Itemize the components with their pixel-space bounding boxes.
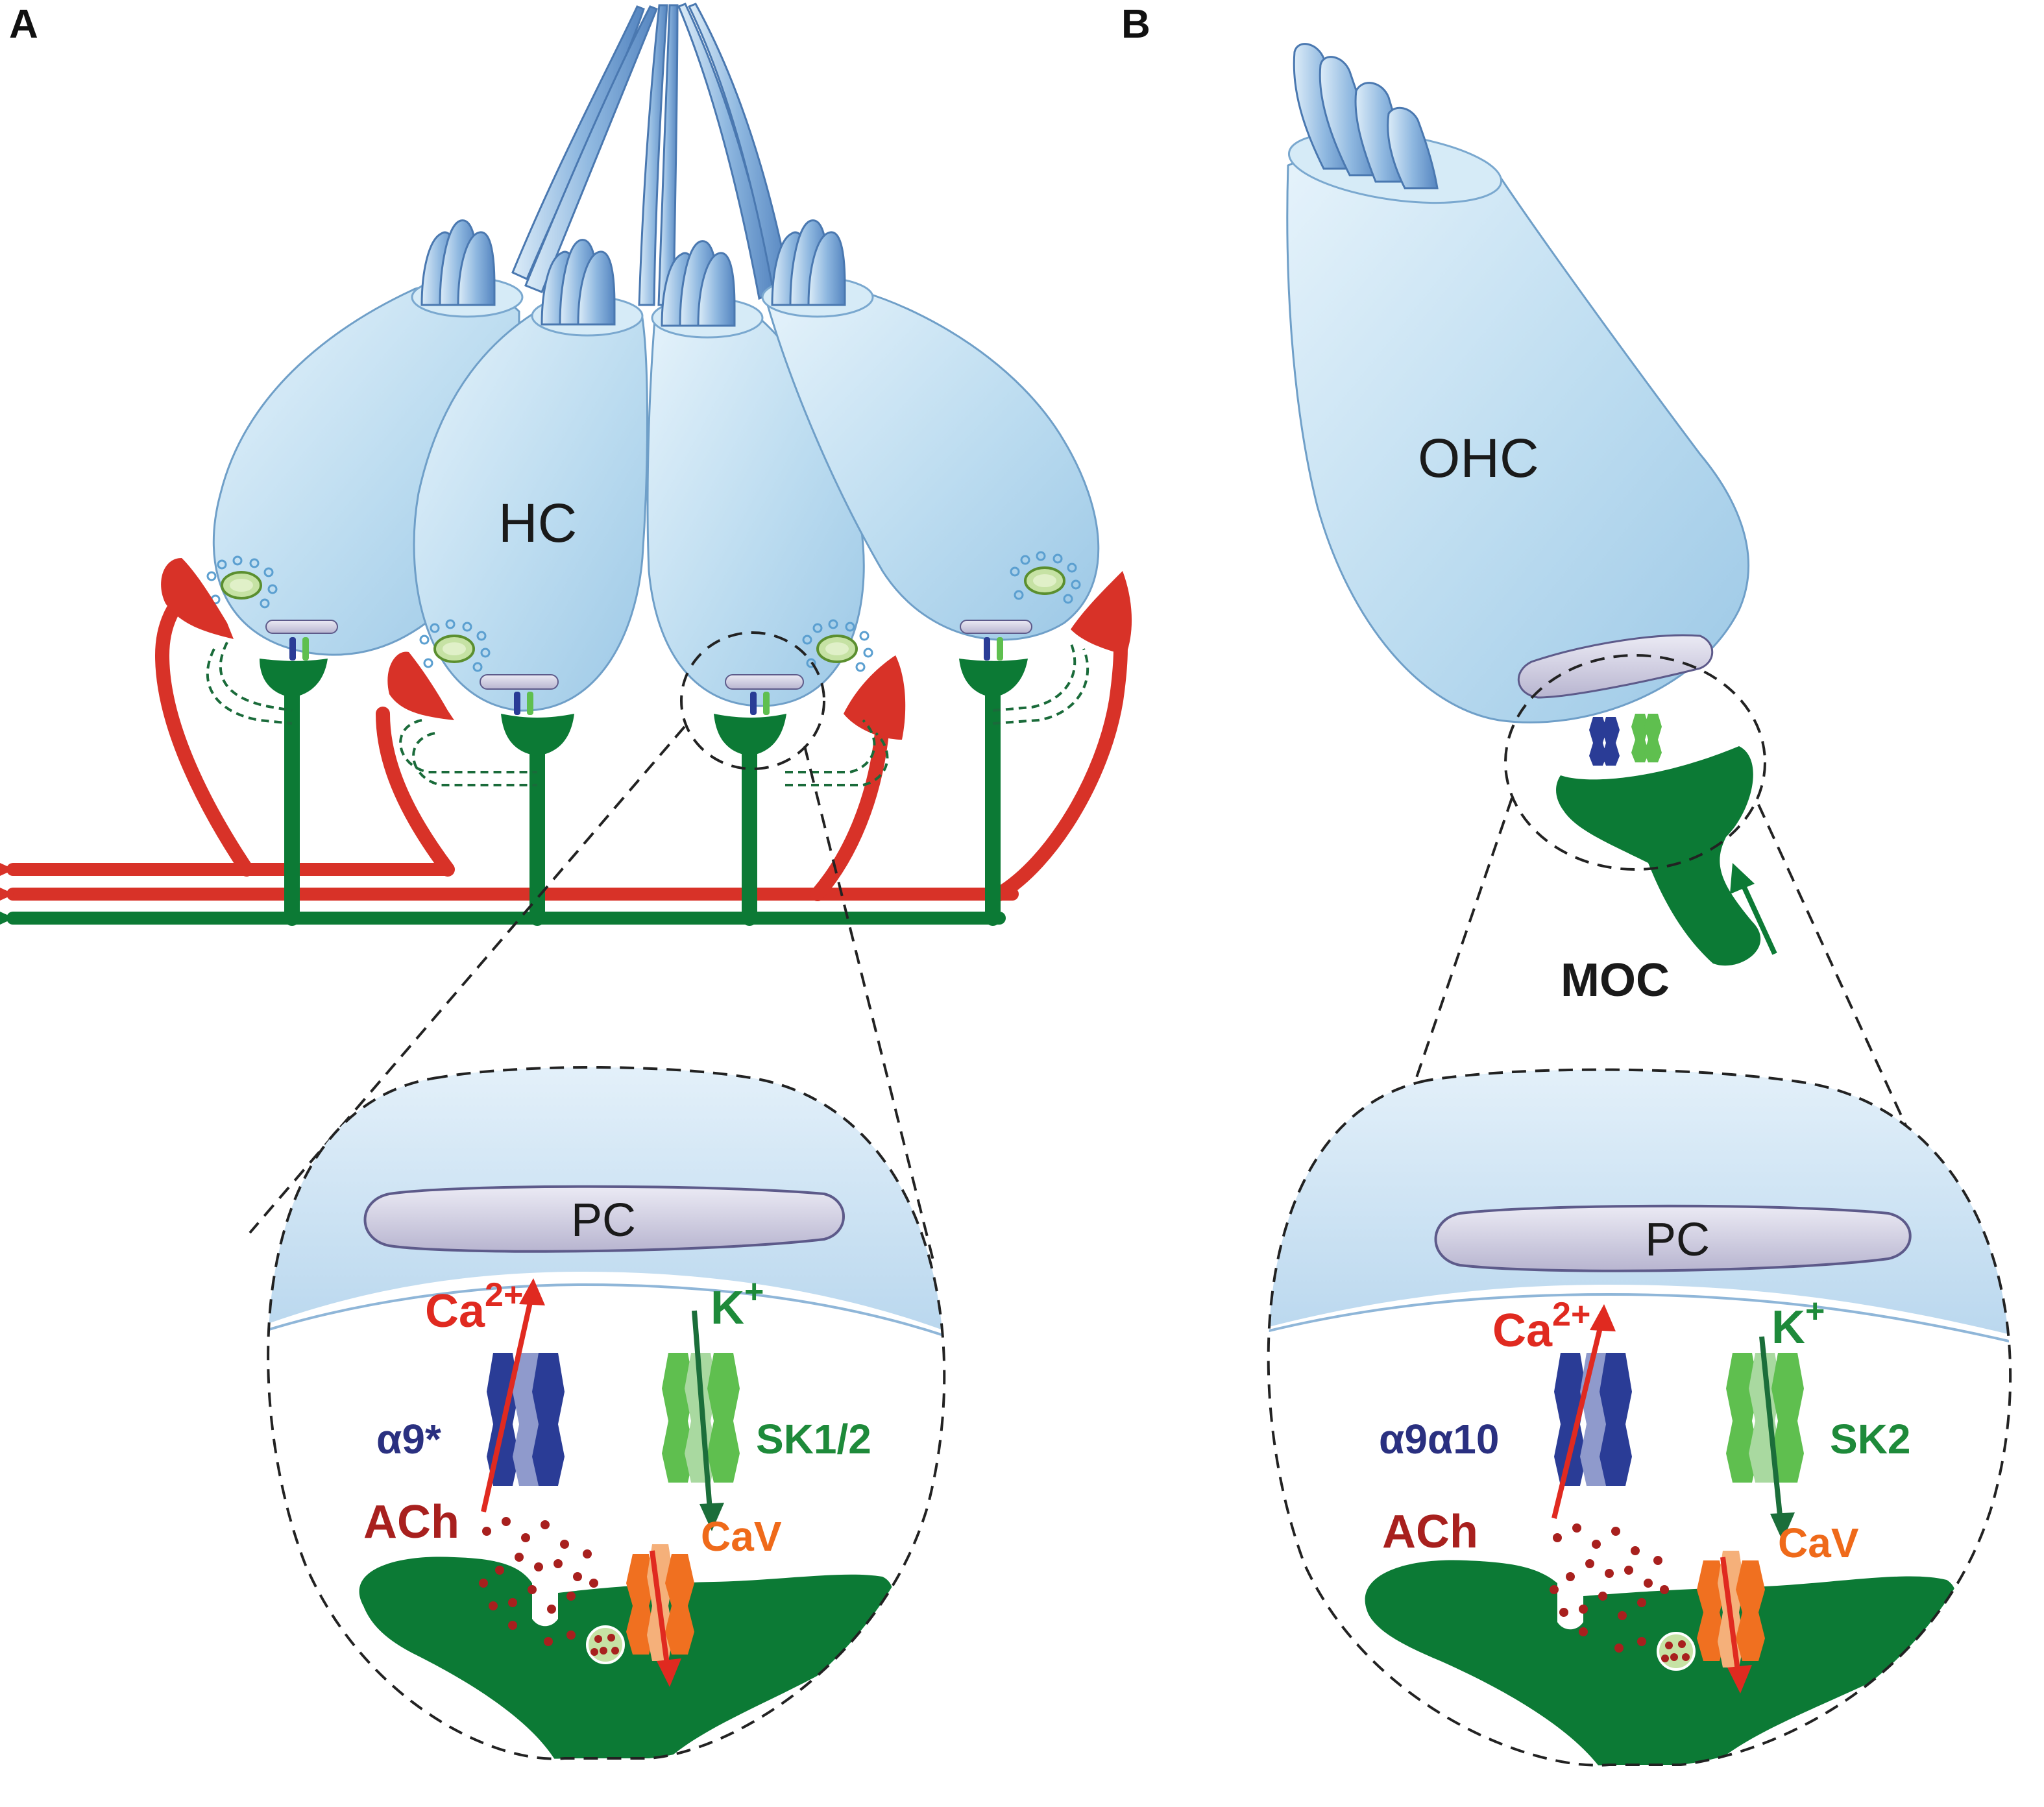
short-bundle [420, 219, 496, 306]
ohc-cistern [1517, 634, 1714, 699]
moc-arrow [1736, 875, 1777, 955]
zoom-circle-a [680, 631, 825, 770]
k-ion-label-b: K+ [1771, 1292, 1825, 1353]
zoom-line-right [803, 746, 936, 1266]
receptor-label-b: α9α10 [1379, 1416, 1499, 1462]
hair-cell-2 [413, 239, 648, 712]
moc-terminal [1556, 746, 1761, 966]
synaptic-vesicle-a [586, 1625, 625, 1664]
magnified-synapse-a: PC [267, 1066, 946, 1760]
efferent-terminals [260, 659, 1028, 756]
stereocilia-fan [511, 3, 790, 306]
sk-channel-a [662, 1353, 740, 1483]
ca-influx-arrow-b [1720, 1557, 1742, 1681]
afferent-terminals [161, 558, 1132, 740]
ohc-channel-pair [1589, 714, 1662, 766]
moc-label: MOC [1561, 954, 1670, 1006]
lateral-dashes [206, 642, 1089, 786]
receptor-label-a: α9* [376, 1416, 441, 1462]
ach-label-a: ACh [363, 1496, 459, 1548]
sk2-channel-b [1726, 1353, 1804, 1483]
pc-label-b: PC [1645, 1214, 1710, 1266]
k-ion-label-a: K+ [711, 1273, 764, 1334]
panel-letter-b: B [1121, 2, 1150, 47]
k-arrow-a [692, 1310, 713, 1519]
panel-a: A HC [0, 2, 1132, 1760]
ca-influx-arrow-a [650, 1550, 671, 1675]
zoom-line-left [249, 725, 686, 1234]
hc-label: HC [498, 492, 577, 553]
zoom-circle-b [1504, 654, 1766, 871]
alpha9-receptor-a [487, 1353, 565, 1486]
ach-label-b: ACh [1382, 1506, 1478, 1558]
ach-dots-b [1550, 1523, 1669, 1653]
panel-b: B OHC MOC [1121, 2, 2012, 1767]
ach-dots-a [479, 1517, 598, 1646]
ca-ion-label-a: Ca2+ [425, 1276, 523, 1337]
ca-arrow-b [1551, 1316, 1605, 1519]
cav-label-b: CaV [1778, 1520, 1859, 1566]
ca-ion-label-b: Ca2+ [1492, 1296, 1590, 1357]
pc-cistern-b [1434, 1204, 1912, 1272]
fiber-tips [0, 863, 14, 925]
sk-label-a: SK1/2 [756, 1416, 871, 1462]
ca-arrow-a [481, 1287, 536, 1512]
channels-cell-4 [984, 637, 1003, 661]
ohc-label: OHC [1418, 428, 1539, 489]
k-arrow-b [1759, 1336, 1784, 1529]
ohc-bundle [1293, 43, 1439, 189]
sk-label-b: SK2 [1830, 1416, 1911, 1462]
hair-cell-4 [761, 219, 1100, 641]
ohc-cell [1286, 130, 1749, 723]
efferent-fibers [6, 673, 1006, 926]
magnified-synapse-b: PC [1267, 1068, 2012, 1767]
cav-label-a: CaV [701, 1513, 782, 1560]
alpha9alpha10-receptor-b [1554, 1353, 1632, 1486]
pc-cistern-a [363, 1185, 845, 1253]
panel-letter-a: A [9, 2, 38, 47]
synaptic-vesicle-b [1657, 1632, 1696, 1671]
pc-label-a: PC [571, 1195, 636, 1246]
cisterns [265, 620, 1032, 690]
